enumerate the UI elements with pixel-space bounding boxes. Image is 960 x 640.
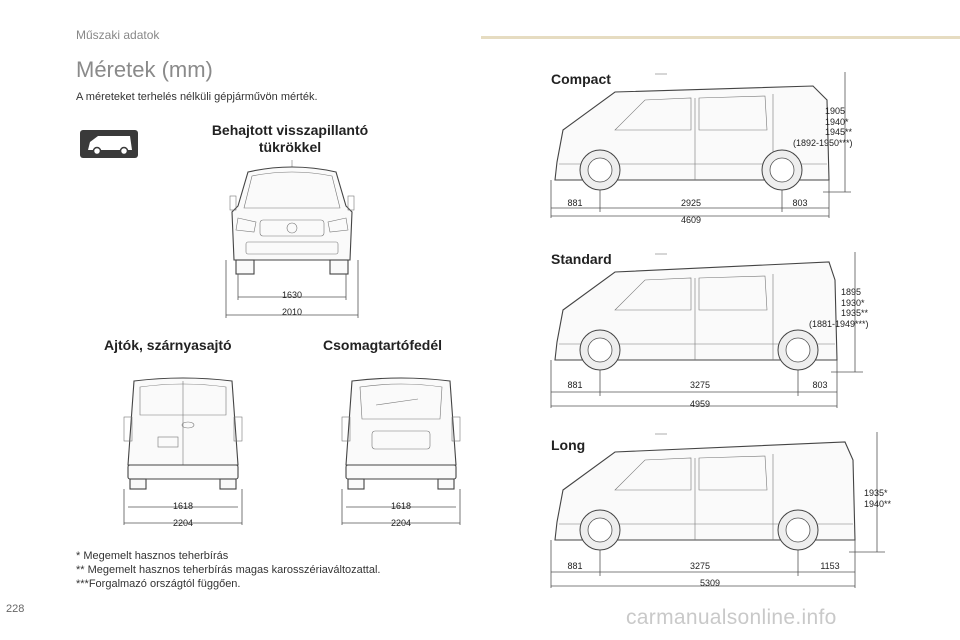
doors-track-width: 1618: [172, 501, 194, 511]
footnotes: * Megemelt hasznos teherbírás ** Megemel…: [76, 549, 380, 591]
footnote-2: ** Megemelt hasznos teherbírás magas kar…: [76, 564, 381, 576]
compact-length: 4609: [680, 215, 702, 225]
standard-height-base: 1895: [841, 287, 862, 297]
long-height-1: 1935*: [864, 488, 888, 498]
standard-height-1: 1930*: [841, 297, 865, 308]
long-side-view-drawing: [550, 432, 885, 588]
page-title: Méretek (mm): [76, 57, 213, 82]
tailgate-overall-width: 2204: [390, 518, 412, 528]
standard-heights: 1895 1930* 1935** (1881-1949***): [809, 287, 869, 329]
standard-title: Standard: [551, 251, 612, 267]
compact-front-overhang: 881: [567, 198, 583, 208]
rear-tailgate-drawing: [341, 377, 461, 525]
compact-height-1: 1940*: [825, 116, 849, 127]
standard-rear-overhang: 803: [812, 380, 828, 390]
section-header: Műszaki adatok: [76, 28, 160, 42]
doors-overall-width: 2204: [172, 518, 194, 528]
front-overall-width: 2010: [281, 307, 303, 317]
compact-height-base: 1905: [825, 106, 846, 116]
compact-height-2: 1945**: [825, 127, 853, 137]
standard-height-3: (1881-1949***): [809, 318, 869, 329]
compact-heights: 1905 1940* 1945** (1892-1950***): [793, 106, 853, 148]
page-number: 228: [6, 603, 25, 615]
long-wheelbase: 3275: [689, 561, 711, 571]
standard-wheelbase: 3275: [689, 380, 711, 390]
intro-text: A méreteket terhelés nélküli gépjárművön…: [76, 91, 318, 103]
long-title: Long: [551, 437, 586, 453]
long-rear-overhang: 1153: [820, 561, 840, 571]
compact-wheelbase: 2925: [680, 198, 702, 208]
standard-front-overhang: 881: [567, 380, 583, 390]
mirrors-title: Behajtott visszapillantó tükrökkel: [211, 122, 369, 155]
long-length: 5309: [699, 578, 721, 588]
van-pictogram-icon: [80, 130, 138, 158]
standard-length: 4959: [689, 399, 711, 409]
footnote-1: * Megemelt hasznos teherbírás: [76, 550, 229, 562]
footnote-3: ***Forgalmazó országtól függően.: [76, 578, 241, 590]
standard-height-2: 1935**: [841, 308, 869, 318]
compact-rear-overhang: 803: [792, 198, 808, 208]
rear-doors-drawing: [123, 377, 243, 525]
header-rule: [481, 36, 960, 39]
doors-title: Ajtók, szárnyasajtó: [104, 337, 232, 353]
front-track-width: 1630: [281, 290, 303, 300]
compact-side-view-drawing: [550, 72, 851, 218]
long-height-2: 1940**: [864, 498, 892, 509]
standard-side-view-drawing: [550, 252, 863, 408]
front-view-drawing: [225, 160, 359, 318]
long-heights: 1935* 1940**: [864, 488, 891, 509]
long-front-overhang: 881: [567, 561, 583, 571]
compact-height-3: (1892-1950***): [793, 137, 853, 148]
tailgate-track-width: 1618: [390, 501, 412, 511]
tailgate-title: Csomagtartófedél: [323, 337, 443, 353]
compact-title: Compact: [551, 71, 611, 87]
watermark: carmanualsonline.info: [626, 606, 837, 629]
